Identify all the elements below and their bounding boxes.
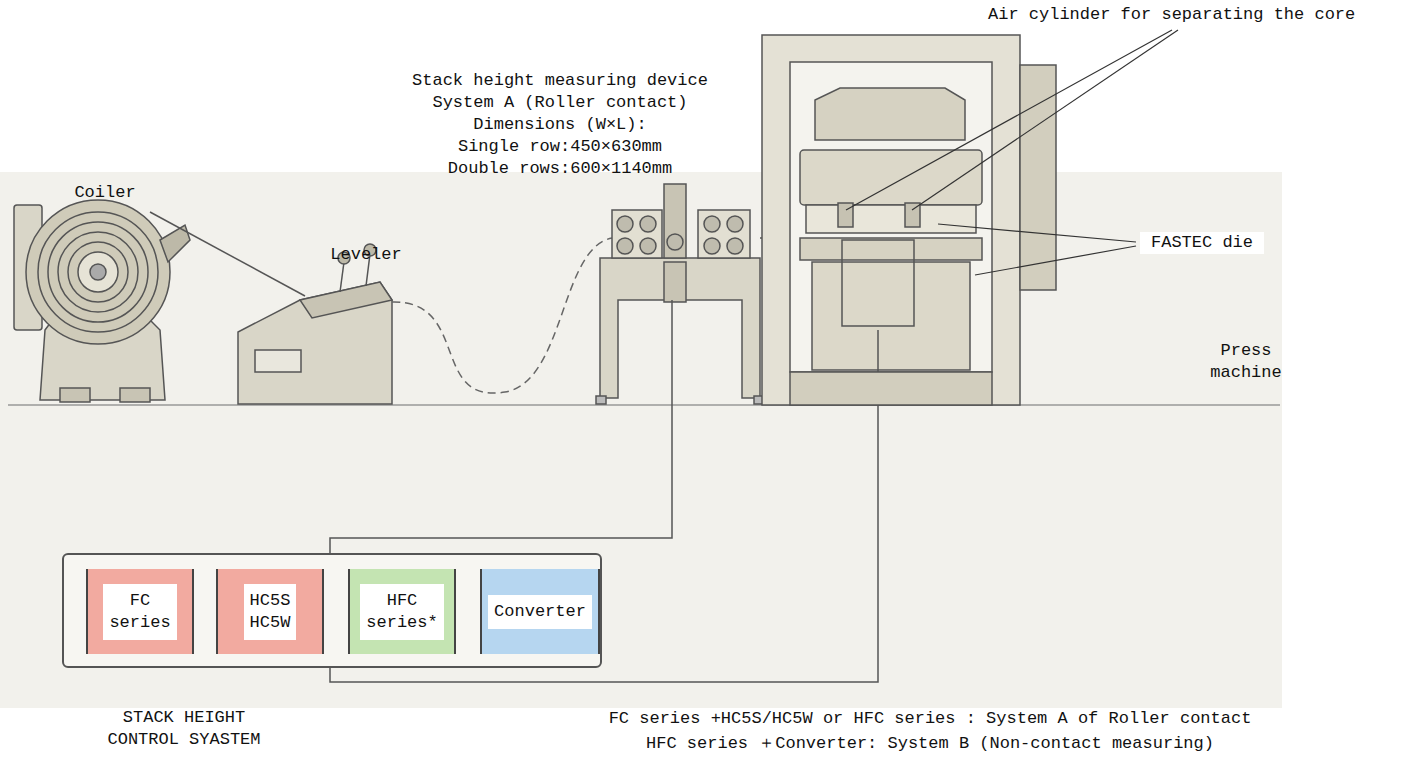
part-name: Leveler <box>318 244 414 266</box>
floor-line <box>8 404 1280 406</box>
panel-label: HC5S HC5W <box>244 584 297 640</box>
device-title: Stack height measuring device <box>400 70 720 92</box>
background-panel <box>0 172 1282 708</box>
leveler-figure <box>238 244 392 404</box>
part-name: FASTEC die <box>1140 232 1264 254</box>
signal-wires <box>330 300 878 682</box>
controller-panel: FC series <box>86 569 194 654</box>
panel-label: Converter <box>488 595 592 629</box>
device-spec: System A (Roller contact) <box>400 92 720 114</box>
callout-label: Air cylinder for separating the core <box>988 4 1402 26</box>
coiler-figure <box>14 200 190 402</box>
panel-label: FC series <box>103 584 176 640</box>
dimension-label: Double rows:600×1140mm <box>400 158 720 180</box>
note-text: HFC series ＋Converter: System B (Non-con… <box>560 733 1300 755</box>
control-system-box: STACK HEIGHT CONTROL SYASTEMFC seriesHC5… <box>62 553 602 668</box>
device-spec: Dimensions (W×L): <box>400 114 720 136</box>
system-heading: STACK HEIGHT CONTROL SYASTEM <box>84 707 284 751</box>
controller-panel: HFC series* <box>348 569 456 654</box>
part-name: Coiler <box>60 182 150 204</box>
converter-panel: Converter <box>480 569 600 654</box>
part-name: Press machine <box>1194 340 1298 384</box>
controller-panel: HC5S HC5W <box>216 569 324 654</box>
dimension-label: Single row:450×630mm <box>400 136 720 158</box>
press-figure <box>762 35 1056 405</box>
leader-lines <box>846 30 1178 275</box>
measuring-device-figure <box>596 184 764 404</box>
strip-line <box>150 212 305 296</box>
strip-loop <box>392 238 612 393</box>
panel-label: HFC series* <box>360 584 443 640</box>
note-text: FC series +HC5S/HC5W or HFC series : Sys… <box>560 708 1300 730</box>
